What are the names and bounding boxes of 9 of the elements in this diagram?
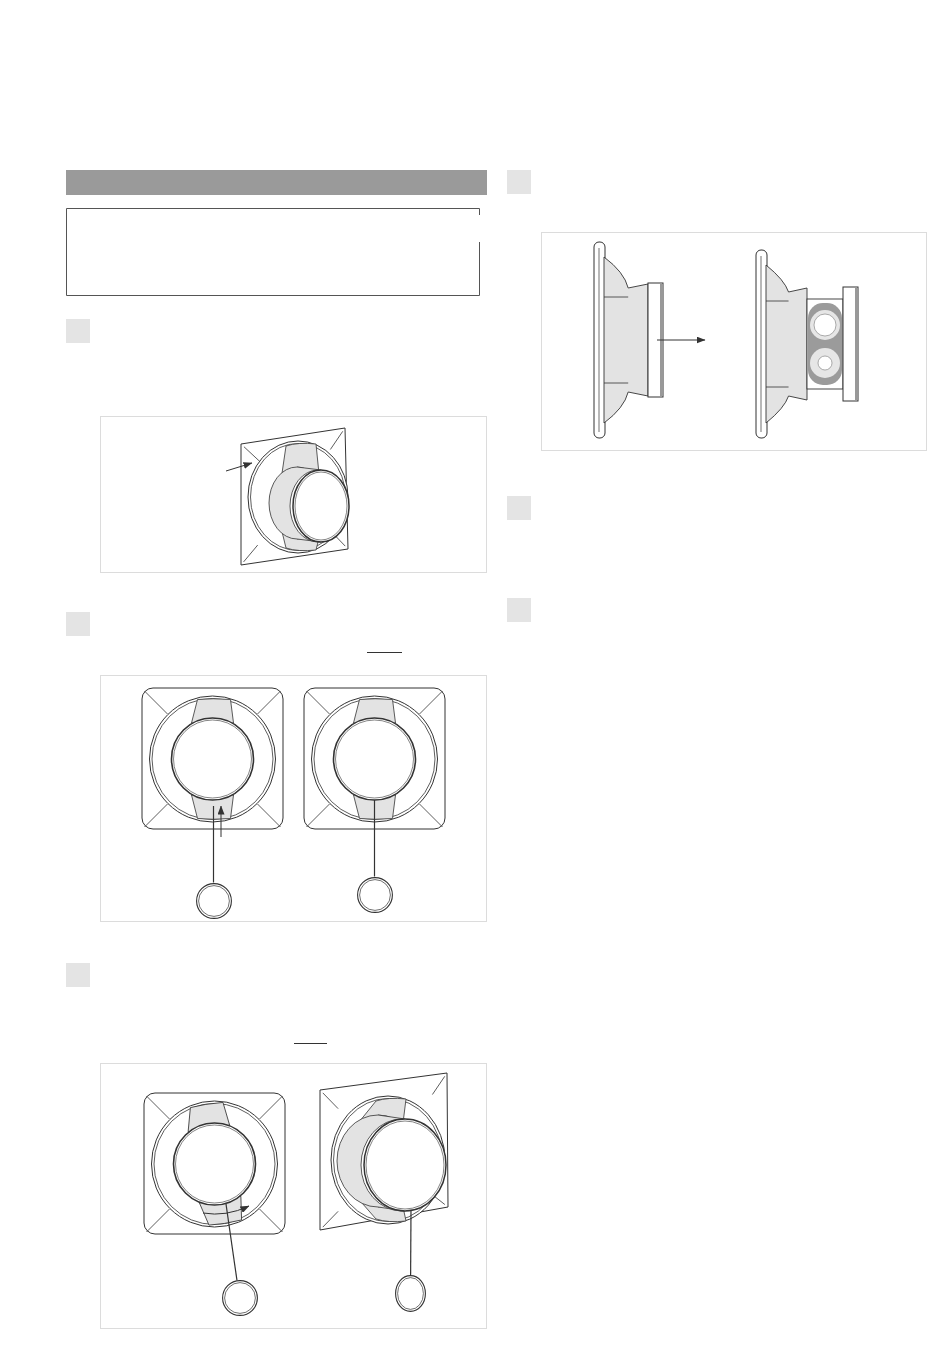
leader-line [410,1209,412,1276]
leader-line [212,805,215,884]
callout-circle [195,882,232,919]
callout-circle [356,876,393,913]
callout-circle [221,1280,258,1316]
callout-circle [395,1275,426,1312]
leader-line [373,799,376,878]
note-box [66,208,480,296]
leader-line [225,1203,238,1281]
